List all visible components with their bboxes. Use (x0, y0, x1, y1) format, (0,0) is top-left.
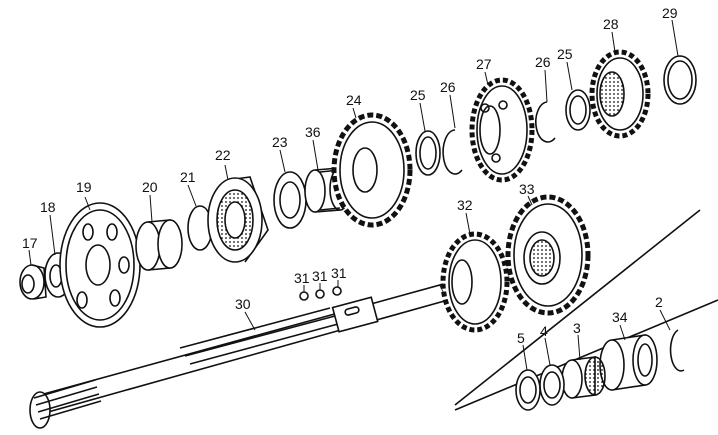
thrust-washer-29 (663, 55, 697, 105)
gear-32 (440, 231, 510, 333)
gear-24 (331, 112, 413, 228)
needle-bearing-3 (561, 356, 606, 399)
gear-33 (505, 194, 591, 316)
pin-31-b (315, 289, 325, 299)
callout-3: 3 (573, 320, 581, 336)
callout-24: 24 (346, 92, 362, 108)
gear-28 (589, 49, 651, 139)
washer-23 (273, 171, 307, 229)
washer-4 (539, 364, 565, 406)
callout-31-c: 31 (331, 265, 347, 281)
callout-36: 36 (305, 124, 321, 140)
callout-28: 28 (603, 16, 619, 32)
inset-frame-line-upper (454, 209, 701, 406)
callout-2: 2 (655, 294, 663, 310)
callout-27: 27 (476, 56, 492, 72)
callout-33: 33 (519, 181, 535, 197)
callout-34: 34 (612, 309, 628, 325)
sprocket-19 (59, 202, 141, 328)
circlip-26-right (535, 101, 556, 143)
callout-30: 30 (235, 296, 251, 312)
callout-25-left: 25 (410, 87, 426, 103)
circlip-26-left (442, 129, 463, 175)
callout-25-right: 25 (557, 46, 573, 62)
callout-22: 22 (215, 147, 231, 163)
inset-frame-line-lower (454, 299, 718, 411)
callout-17: 17 (22, 235, 38, 251)
circlip-25-right (565, 89, 591, 131)
callout-23: 23 (272, 134, 288, 150)
washer-5 (515, 369, 541, 411)
callout-20: 20 (142, 179, 158, 195)
pin-31-c (332, 286, 342, 296)
callout-31-a: 31 (294, 270, 310, 286)
callout-4: 4 (540, 323, 548, 339)
callout-31-b: 31 (312, 268, 328, 284)
circlip-25-left (415, 130, 441, 176)
pin-31-a (299, 291, 309, 301)
callout-21: 21 (180, 169, 196, 185)
spacer-20 (135, 219, 183, 271)
callout-29: 29 (662, 5, 678, 21)
callout-19: 19 (76, 179, 92, 195)
bushing-34 (599, 334, 658, 391)
gear-27 (469, 77, 535, 183)
circlip-2 (669, 329, 685, 372)
bearing-22 (207, 176, 269, 263)
callout-32: 32 (457, 197, 473, 213)
callout-18: 18 (40, 199, 56, 215)
callout-26-left: 26 (440, 79, 456, 95)
callout-5: 5 (517, 330, 525, 346)
callout-26-right: 26 (535, 54, 551, 70)
leader-lines (28, 19, 679, 371)
nut-17 (19, 264, 47, 300)
